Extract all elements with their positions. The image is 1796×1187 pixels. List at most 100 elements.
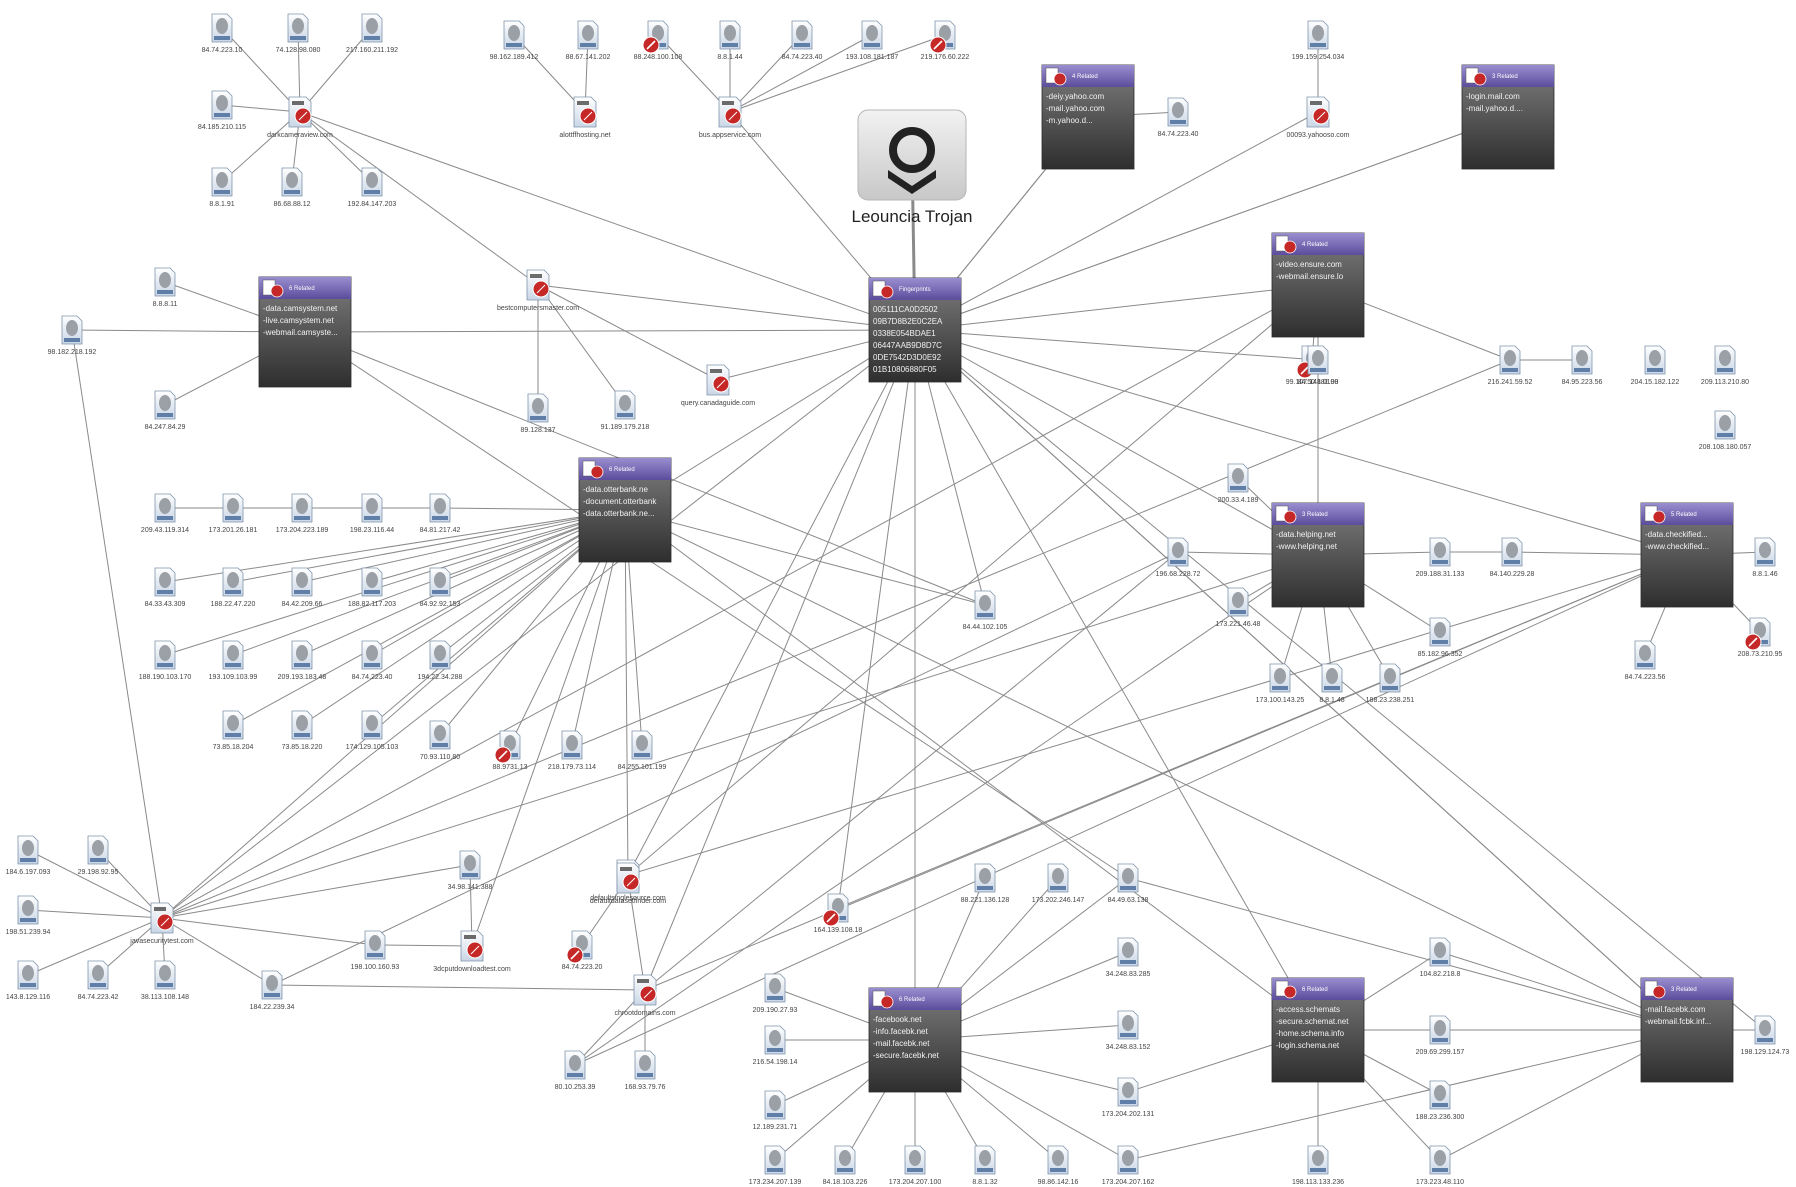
ip-node[interactable]: 89.128.137 — [520, 393, 556, 434]
ip-node[interactable]: 198.129.124.73 — [1741, 1015, 1790, 1056]
ip-node[interactable]: 204.15.182.122 — [1631, 345, 1680, 386]
ip-node[interactable]: 188.22.47.220 — [211, 567, 256, 608]
ip-node[interactable]: 34.248.83.152 — [1106, 1010, 1151, 1051]
ip-node[interactable]: 198.100.160.93 — [351, 930, 400, 971]
ip-node[interactable]: 34.98.141.388 — [448, 850, 493, 891]
ip-node[interactable]: 173.234.207.139 — [749, 1145, 802, 1186]
ip-node[interactable]: 168.93.79.76 — [625, 1050, 666, 1091]
ip-node[interactable]: 188.190.103.170 — [139, 640, 192, 681]
ip-node[interactable]: 200.33.4.189 — [1218, 463, 1259, 504]
domain-node[interactable]: darkcameraview.com — [267, 96, 333, 139]
ip-node[interactable]: 173.204.207.162 — [1102, 1145, 1155, 1186]
ip-node[interactable]: 86.68.88.12 — [274, 167, 311, 208]
ip-node[interactable]: 209.43.119.314 — [141, 493, 189, 534]
ip-node[interactable]: 209.188.31.133 — [1416, 537, 1465, 578]
ip-node[interactable]: 188.82.117.203 — [348, 567, 396, 608]
cluster-box[interactable]: 4 Related-video.ensure.com-webmail.ensur… — [1271, 232, 1365, 338]
ip-node[interactable]: 84.50.181.98 — [1298, 345, 1339, 386]
trojan-logo-node[interactable]: Leouncia Trojan — [852, 109, 973, 226]
ip-node[interactable]: 173.204.207.100 — [889, 1145, 942, 1186]
ip-node[interactable]: 173.100.143.25 — [1256, 663, 1305, 704]
cluster-box[interactable]: 5 Related-data.checkified...-www.checkif… — [1640, 502, 1734, 608]
ip-node[interactable]: 217.160.211.192 — [346, 13, 398, 54]
ip-node[interactable]: 173.204.202.131 — [1102, 1077, 1155, 1118]
ip-node[interactable]: 84.74.223.40 — [782, 20, 823, 61]
ip-node[interactable]: 8.8.1.46 — [1752, 537, 1778, 578]
ip-node[interactable]: 84.81.217.42 — [420, 493, 461, 534]
ip-node[interactable]: 198.23.116.44 — [350, 493, 394, 534]
ip-node[interactable]: 173.201.26.181 — [209, 493, 258, 534]
ip-node[interactable]: 143.8.129.116 — [6, 960, 50, 1001]
ip-node[interactable]: 85.182.96.352 — [1418, 617, 1463, 658]
ip-node[interactable]: 8.8.1.48 — [1319, 663, 1345, 704]
ip-node[interactable]: 98.182.218.192 — [48, 315, 97, 356]
ip-node[interactable]: 164.139.108.18 — [814, 893, 863, 934]
ip-node[interactable]: 84.74.223.20 — [562, 930, 603, 971]
ip-node[interactable]: 209.193.183.48 — [278, 640, 327, 681]
ip-node[interactable]: 209.113.210.80 — [1701, 345, 1749, 386]
domain-node[interactable]: 00093.yahooso.com — [1286, 96, 1350, 139]
ip-node[interactable]: 80.10.253.39 — [555, 1050, 596, 1091]
ip-node[interactable]: 196.68.228.72 — [1156, 537, 1201, 578]
fingerprint-hub[interactable]: Fingerprints005111CA0D250209B7D8B2E0C2EA… — [868, 277, 962, 383]
ip-node[interactable]: 192.84.147.203 — [348, 167, 397, 208]
domain-node[interactable]: alottffhosting.net — [559, 96, 611, 139]
domain-node[interactable]: chrootdomains.com — [614, 974, 676, 1017]
ip-node[interactable]: 91.189.179.218 — [601, 390, 650, 431]
ip-node[interactable]: 8.8.1.32 — [972, 1145, 998, 1186]
ip-node[interactable]: 84.95.223.56 — [1562, 345, 1603, 386]
ip-node[interactable]: 84.44.102.105 — [963, 590, 1008, 631]
ip-node[interactable]: 38.113.108.148 — [141, 960, 189, 1001]
domain-node[interactable]: bestcomputersmaster.com — [497, 269, 579, 312]
ip-node[interactable]: 208.108.180.057 — [1699, 410, 1752, 451]
ip-node[interactable]: 216.241.59.52 — [1488, 345, 1533, 386]
ip-node[interactable]: 70.93.110.80 — [420, 720, 460, 761]
ip-node[interactable]: 88.221.136.128 — [961, 863, 1010, 904]
ip-node[interactable]: 12.189.231.71 — [753, 1090, 798, 1131]
ip-node[interactable]: 104.82.218.8 — [1420, 937, 1461, 978]
ip-node[interactable]: 84.140.229.28 — [1490, 537, 1535, 578]
ip-node[interactable]: 73.85.18.204 — [213, 710, 254, 751]
cluster-box[interactable]: 3 Related-data.helping.net-www.helping.n… — [1271, 502, 1365, 608]
ip-node[interactable]: 219.176.60.222 — [921, 20, 970, 61]
ip-node[interactable]: 193.108.181.187 — [846, 20, 899, 61]
ip-node[interactable]: 74.128.98.080 — [276, 13, 321, 54]
ip-node[interactable]: 188.23.236.300 — [1416, 1080, 1465, 1121]
ip-node[interactable]: 84.92.92.153 — [420, 567, 461, 608]
ip-node[interactable]: 84.255.101.199 — [618, 730, 667, 771]
ip-node[interactable]: 194.22.34.288 — [418, 640, 463, 681]
ip-node[interactable]: 84.74.223.42 — [78, 960, 119, 1001]
cluster-box[interactable]: 3 Related-mail.facebk.com-webmail.fcbk.i… — [1640, 977, 1734, 1083]
ip-node[interactable]: 34.248.83.285 — [1106, 937, 1151, 978]
ip-node[interactable]: 188.23.238.251 — [1366, 663, 1415, 704]
cluster-box[interactable]: 6 Related-data.camsystem.net-live.camsys… — [258, 276, 352, 388]
ip-node[interactable]: 84.18.103.226 — [823, 1145, 868, 1186]
ip-node[interactable]: 84.74.223.40 — [352, 640, 393, 681]
ip-node[interactable]: 84.33.43.309 — [145, 567, 186, 608]
ip-node[interactable]: 84.185.210.115 — [198, 90, 246, 131]
ip-node[interactable]: 98.86.142.16 — [1038, 1145, 1079, 1186]
ip-node[interactable]: 84.49.63.138 — [1108, 863, 1149, 904]
cluster-box[interactable]: 3 Related-login.mail.com-mail.yahoo.d...… — [1461, 64, 1555, 170]
ip-node[interactable]: 8.8.8.11 — [153, 267, 178, 308]
cluster-box[interactable]: 6 Related-facebook.net-info.facebk.net-m… — [868, 987, 962, 1093]
ip-node[interactable]: 98.162.189.412 — [490, 20, 539, 61]
ip-node[interactable]: 84.247.84.29 — [145, 390, 186, 431]
ip-node[interactable]: 173.223.48.110 — [1416, 1145, 1464, 1186]
ip-node[interactable]: 29.198.92.95 — [78, 835, 119, 876]
ip-node[interactable]: 174.129.105.103 — [346, 710, 399, 751]
ip-node[interactable]: 88.9731.13 — [492, 730, 528, 771]
ip-node[interactable]: 8.8.1.91 — [209, 167, 235, 208]
ip-node[interactable]: 184.22.239.34 — [250, 970, 295, 1011]
ip-node[interactable]: 173.204.223.189 — [276, 493, 329, 534]
ip-node[interactable]: 88.67.141.202 — [566, 20, 611, 61]
ip-node[interactable]: 84.74.223.56 — [1625, 640, 1666, 681]
ip-node[interactable]: 84.42.209.66 — [282, 567, 323, 608]
cluster-box[interactable]: 6 Related-data.otterbank.ne-document.ott… — [578, 457, 672, 563]
ip-node[interactable]: 199.159.254.034 — [1292, 20, 1345, 61]
ip-node[interactable]: 209.69.299.157 — [1416, 1015, 1465, 1056]
domain-node[interactable]: 3dcputdownloadtest.com — [433, 930, 511, 973]
ip-node[interactable]: 84.74.223.10 — [202, 13, 243, 54]
ip-node[interactable]: 173.221.46.48 — [1216, 587, 1261, 628]
ip-node[interactable]: 218.179.73.114 — [548, 730, 596, 771]
